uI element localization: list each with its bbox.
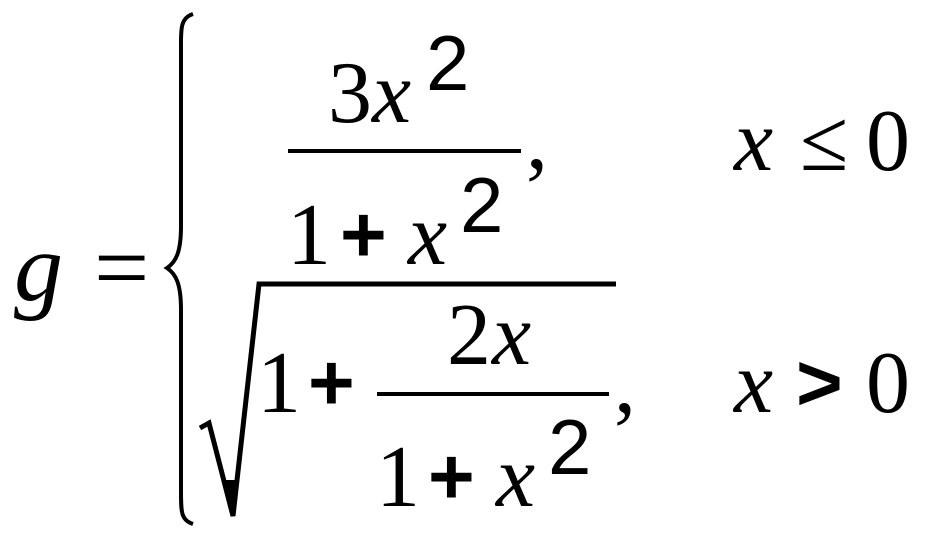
- case-1-denominator: 1 + x 2: [287, 161, 503, 284]
- case-1-denominator-plus: +: [340, 190, 387, 279]
- case-2-condition: x > 0: [732, 335, 910, 432]
- lhs-symbol: g: [14, 214, 63, 322]
- case-2-inner-numerator: 2 x: [447, 287, 531, 384]
- case-1-denominator-one: 1: [287, 187, 331, 284]
- case-1: 3 x 2 1 + x 2 , x ≤ 0: [287, 19, 910, 284]
- case-1-numerator: 3 x 2: [328, 19, 469, 142]
- case-2: 1 + 2 x 1 + x 2 , x > 0: [198, 281, 910, 526]
- case-1-condition: x ≤ 0: [732, 93, 910, 190]
- case-2-comma: ,: [614, 335, 636, 432]
- equals-sign: =: [94, 214, 149, 322]
- case-2-condition-value: 0: [866, 335, 910, 432]
- case-2-denominator-plus: +: [428, 432, 475, 521]
- case-1-denominator-var: x: [406, 187, 447, 284]
- case-1-numerator-coeff: 3: [328, 45, 372, 142]
- case-1-numerator-exponent: 2: [426, 19, 469, 107]
- case-2-one: 1: [257, 335, 301, 432]
- case-2-inner-denominator: 1 + x 2: [376, 403, 591, 526]
- case-1-comma: ,: [526, 91, 548, 188]
- left-brace: [163, 12, 194, 526]
- case-2-condition-var: x: [732, 335, 773, 432]
- case-2-plus: +: [308, 338, 355, 427]
- case-1-condition-value: 0: [866, 93, 910, 190]
- case-2-denominator-one: 1: [376, 429, 420, 526]
- case-2-denominator-var: x: [494, 429, 535, 526]
- case-2-condition-operator: >: [796, 338, 843, 427]
- case-1-condition-var: x: [732, 93, 773, 190]
- square-root-tick: [225, 480, 237, 516]
- case-2-numerator-coeff: 2: [447, 287, 491, 384]
- case-2-denominator-exponent: 2: [548, 403, 591, 491]
- case-2-numerator-var: x: [490, 287, 531, 384]
- case-1-denominator-exponent: 2: [460, 161, 503, 249]
- case-1-numerator-var: x: [370, 45, 411, 142]
- case-1-condition-operator: ≤: [800, 93, 848, 190]
